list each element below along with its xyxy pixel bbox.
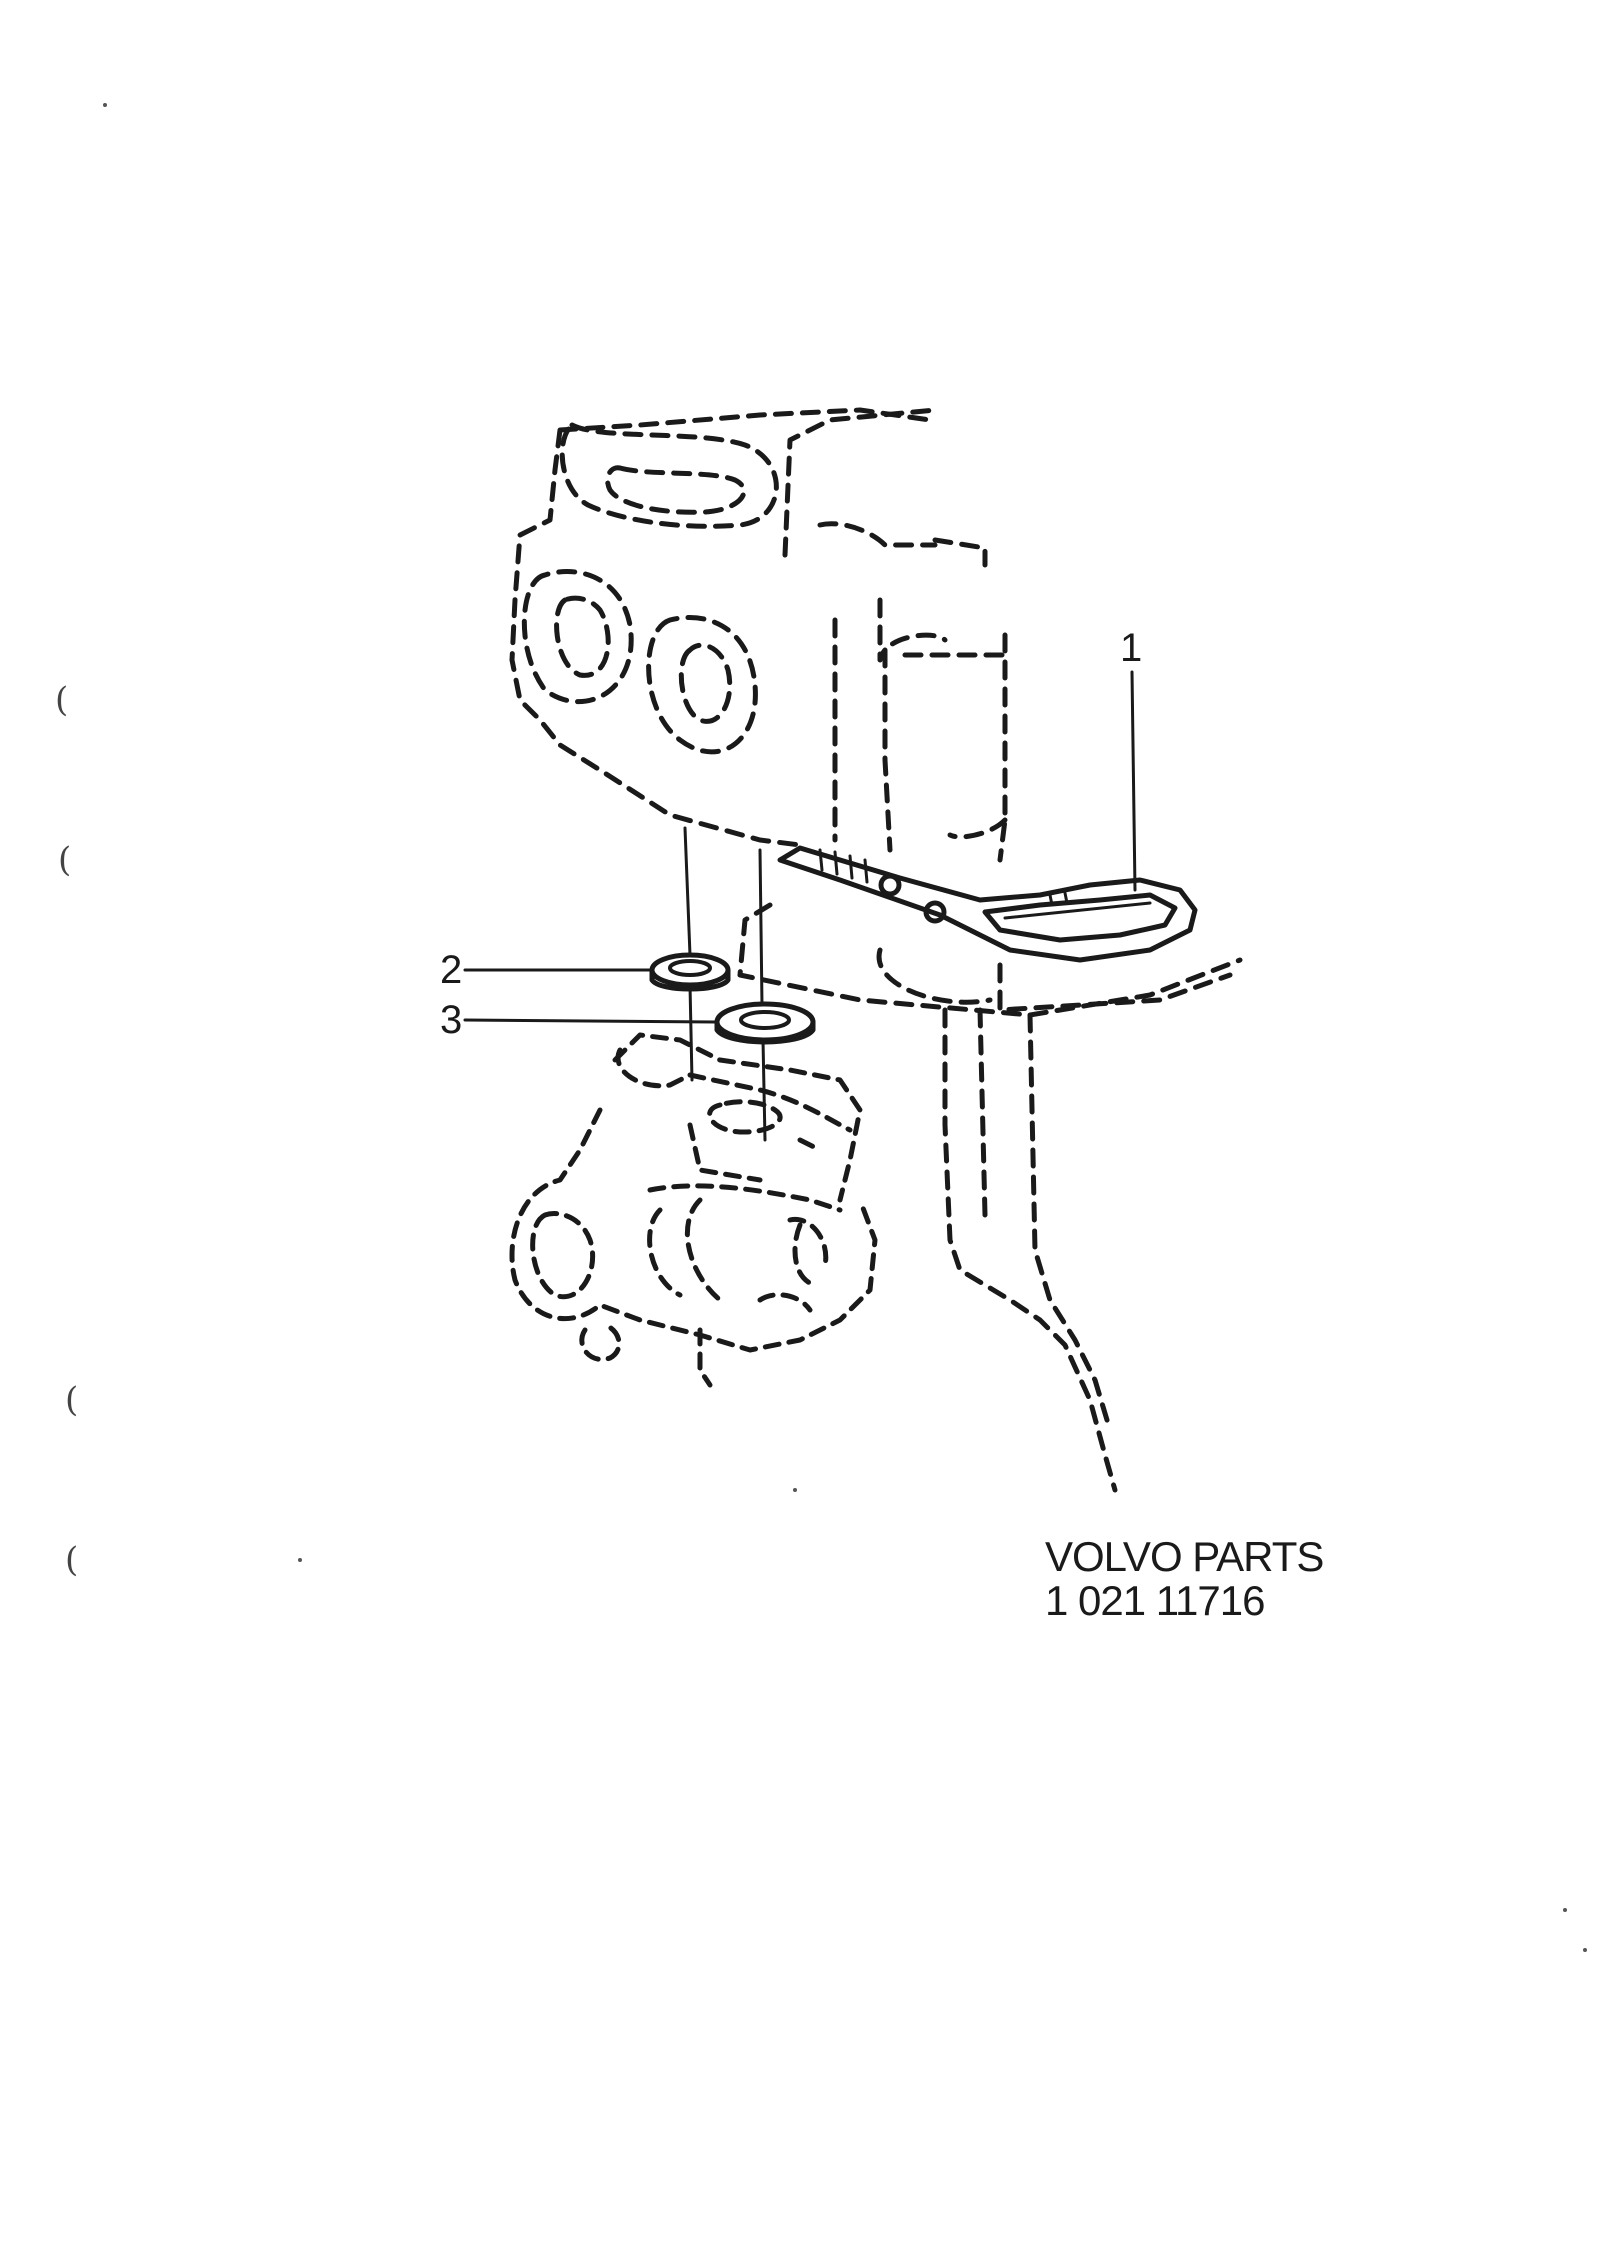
margin-mark-2: ( [58,840,72,880]
callout-1-label: 1 [1120,626,1143,670]
carrier-frame-outline [737,902,1243,1493]
washer-lower-part [714,1001,816,1045]
part-number-label: 1 021 11716 [1045,1577,1265,1625]
margin-mark-4: ( [65,1540,79,1580]
pump-housing-outline [509,1032,878,1388]
margin-mark-1: ( [55,680,69,720]
margin-mark-3: ( [65,1380,79,1420]
parts-caption: VOLVO PARTS 1 021 11716 [1045,1533,1324,1625]
leader-lines [463,670,1137,1024]
callout-2-label: 2 [440,948,463,992]
brand-label: VOLVO PARTS [1045,1533,1324,1580]
engine-block-outline [509,407,1008,863]
stud-axis-lines [683,826,767,1142]
scan-specks [103,103,1587,1952]
callout-3-label: 3 [440,998,463,1042]
gasket-part [777,845,1198,963]
